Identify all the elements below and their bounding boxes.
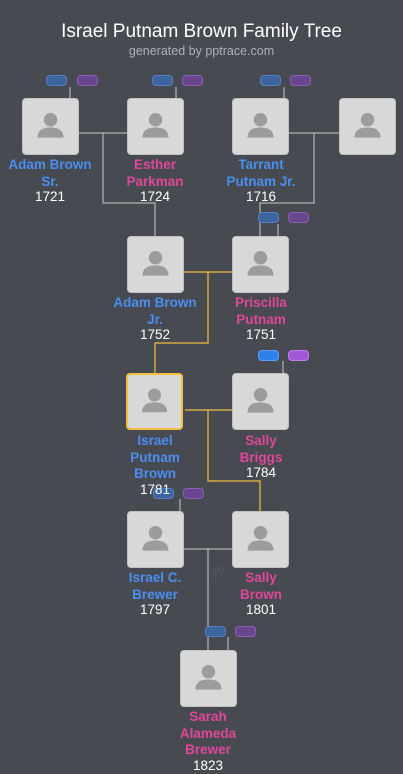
person-card-unknown[interactable] [339, 98, 396, 155]
avatar-icon [354, 112, 381, 138]
person-name-adam-brown-sr[interactable]: Adam Brown Sr. [8, 157, 92, 189]
record-hint-badge[interactable] [258, 350, 279, 361]
person-card-sarah-alameda-brewer[interactable] [180, 650, 237, 707]
person-card-israel-c-brewer[interactable] [127, 511, 184, 568]
person-card-sally-brown[interactable] [232, 511, 289, 568]
page-subtitle: generated by pptrace.com [128, 44, 275, 58]
person-year: 1797 [139, 602, 171, 617]
person-card-adam-brown-jr[interactable] [127, 236, 184, 293]
descent-line-israel [154, 272, 209, 373]
record-hint-badge[interactable] [153, 488, 174, 499]
person-year: 1716 [245, 189, 277, 204]
avatar-icon [247, 387, 274, 413]
person-name-priscilla-putnam[interactable]: Priscilla Putnam [235, 295, 287, 327]
person-name-israel-putnam-brown[interactable]: Israel Putnam Brown [130, 433, 180, 481]
descent-line-adam-jr [102, 133, 156, 236]
record-hint-badge[interactable] [205, 626, 226, 637]
person-year: 1801 [245, 602, 277, 617]
avatar-icon [247, 250, 274, 276]
avatar-icon [142, 525, 169, 551]
record-hint-badge[interactable] [260, 75, 281, 86]
photo-hint-badge[interactable] [183, 488, 204, 499]
avatar-icon [195, 664, 222, 690]
page-title: Israel Putnam Brown Family Tree [61, 21, 342, 42]
avatar-icon [247, 112, 274, 138]
avatar-icon [142, 250, 169, 276]
person-card-israel-putnam-brown[interactable] [126, 373, 183, 430]
avatar-icon [247, 525, 274, 551]
person-card-adam-brown-sr[interactable] [22, 98, 79, 155]
avatar-icon [142, 112, 169, 138]
person-name-sally-briggs[interactable]: Sally Briggs [239, 433, 283, 465]
person-card-tarrant-putnam-jr[interactable] [232, 98, 289, 155]
photo-hint-badge[interactable] [77, 75, 98, 86]
person-name-sally-brown[interactable]: Sally Brown [240, 570, 282, 602]
person-year: 1823 [192, 758, 224, 773]
person-name-adam-brown-jr[interactable]: Adam Brown Jr. [113, 295, 197, 327]
person-name-esther-parkman[interactable]: Esther Parkman [126, 157, 184, 189]
photo-hint-badge[interactable] [290, 75, 311, 86]
person-year: 1721 [34, 189, 66, 204]
photo-hint-badge[interactable] [182, 75, 203, 86]
descent-line-sally-brown [207, 410, 261, 511]
person-name-sarah-alameda-brewer[interactable]: Sarah Alameda Brewer [179, 709, 237, 757]
record-hint-badge[interactable] [258, 212, 279, 223]
record-hint-badge[interactable] [152, 75, 173, 86]
person-name-israel-c-brewer[interactable]: Israel C. Brewer [128, 570, 182, 602]
avatar-icon [141, 388, 168, 413]
photo-hint-badge[interactable] [235, 626, 256, 637]
person-year: 1784 [245, 465, 277, 480]
person-year: 1724 [139, 189, 171, 204]
photo-hint-badge[interactable] [288, 350, 309, 361]
person-name-tarrant-putnam-jr[interactable]: Tarrant Putnam Jr. [226, 157, 296, 189]
person-card-priscilla-putnam[interactable] [232, 236, 289, 293]
avatar-icon [37, 112, 64, 138]
record-hint-badge[interactable] [46, 75, 67, 86]
photo-hint-badge[interactable] [288, 212, 309, 223]
person-year: 1751 [245, 327, 277, 342]
person-card-esther-parkman[interactable] [127, 98, 184, 155]
person-year: 1781 [139, 482, 171, 497]
person-card-sally-briggs[interactable] [232, 373, 289, 430]
person-year: 1752 [139, 327, 171, 342]
